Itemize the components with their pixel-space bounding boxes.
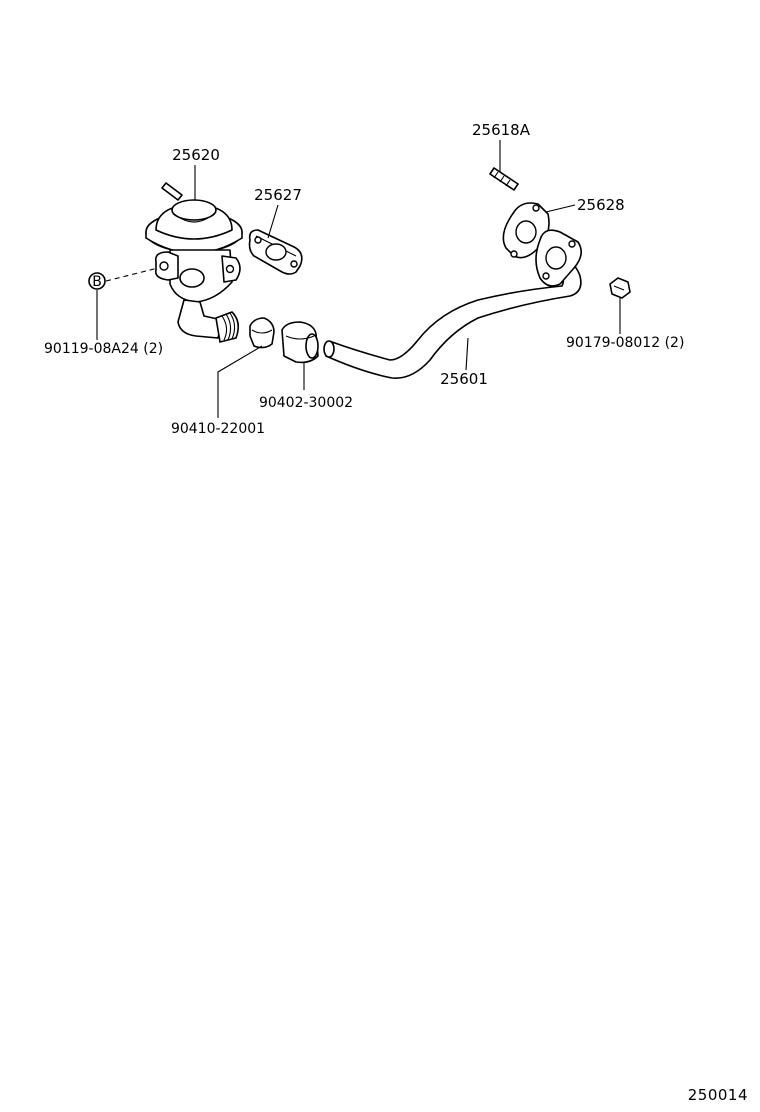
egr-valve[interactable]	[145, 182, 243, 343]
label-egr-valve: 25620	[172, 146, 220, 164]
label-nut: 90179-08012 (2)	[566, 335, 684, 351]
leader-lines	[96, 140, 621, 418]
ref-b-marker: B	[88, 267, 159, 290]
label-cap: 90402-30002	[259, 395, 353, 411]
nut[interactable]	[609, 277, 631, 299]
cap[interactable]	[281, 321, 319, 364]
stud-bolt[interactable]	[489, 167, 519, 191]
label-valve-gasket: 25627	[254, 186, 302, 204]
label-stud-bolt: 25618A	[472, 121, 531, 139]
label-pipe-gasket: 25628	[577, 196, 625, 214]
egr-pipe[interactable]	[323, 229, 582, 379]
label-plug: 90410-22001	[171, 421, 265, 437]
diagram-id: 250014	[687, 1086, 748, 1104]
label-egr-pipe: 25601	[440, 370, 488, 388]
ref-b-symbol: B	[92, 274, 102, 290]
label-bolt-b: 90119-08A24 (2)	[44, 341, 163, 357]
valve-gasket[interactable]	[248, 229, 303, 275]
pipe-gasket[interactable]	[502, 202, 550, 259]
plug[interactable]	[249, 317, 275, 349]
